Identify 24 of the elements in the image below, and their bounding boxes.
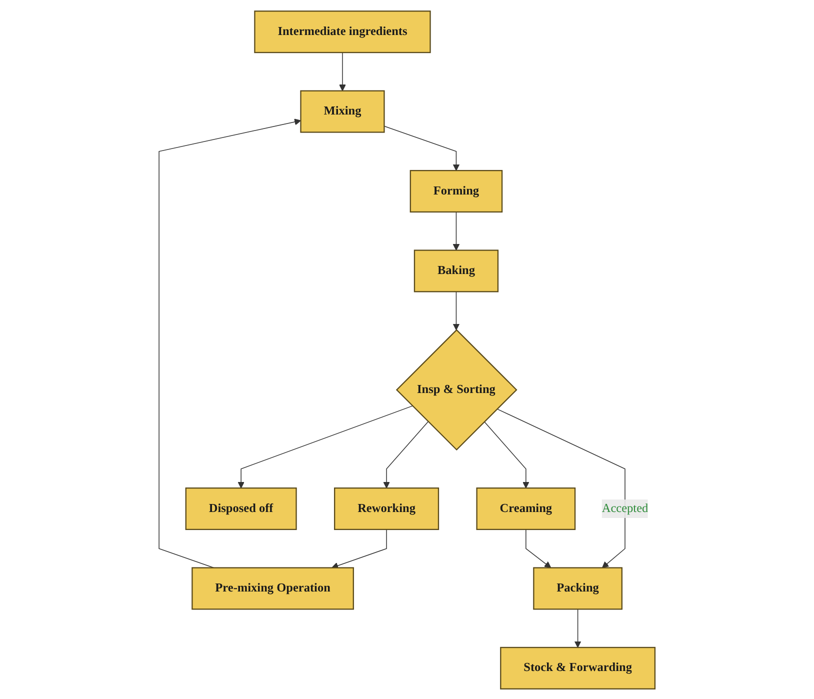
node-box: Pre-mixing Operation <box>192 566 354 610</box>
arrow <box>526 528 552 568</box>
arrow <box>496 408 626 568</box>
node-diamond: Insp & Sorting <box>396 328 518 450</box>
node-box: Mixing <box>300 90 385 132</box>
node-box: Intermediate ingredients <box>254 10 431 53</box>
arrow <box>339 52 346 91</box>
node-box: Baking <box>414 249 499 292</box>
arrow <box>384 125 460 170</box>
node-box: Forming <box>410 169 503 212</box>
node-box: Packing <box>533 566 622 610</box>
node-box: Reworking <box>334 486 440 530</box>
arrow <box>484 420 530 488</box>
arrow <box>383 420 429 488</box>
node-box: Creaming <box>476 486 576 530</box>
node-box: Disposed off <box>185 486 297 530</box>
arrow <box>238 405 413 488</box>
arrow <box>158 118 302 568</box>
arrow <box>452 290 460 330</box>
edge-label: Accepted <box>602 501 648 514</box>
arrow <box>332 528 387 568</box>
arrow <box>452 211 460 250</box>
node-box: Stock & Forwarding <box>500 646 656 689</box>
arrow <box>574 608 582 648</box>
